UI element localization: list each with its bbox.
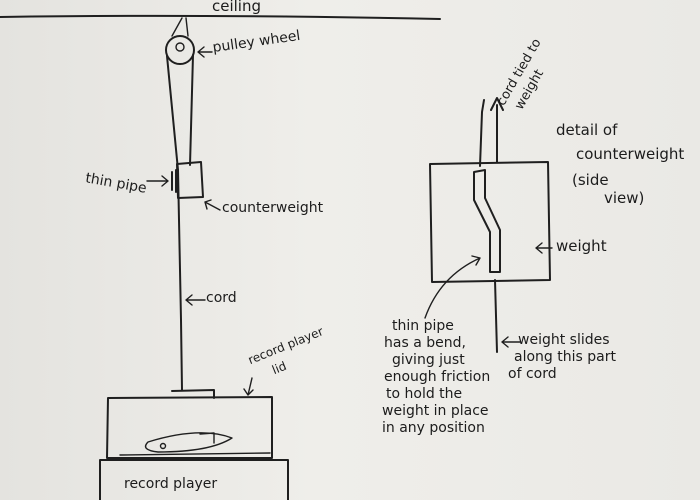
lid-arrow bbox=[243, 377, 254, 396]
cord-label: cord bbox=[206, 290, 237, 306]
cord-left bbox=[166, 55, 183, 391]
weight-slides-line: weight slides bbox=[518, 332, 610, 348]
slides-arrow bbox=[501, 336, 521, 348]
tone-arm bbox=[199, 432, 215, 444]
detail-line2: counterweight bbox=[576, 145, 685, 163]
pipe-bend-line: has a bend, bbox=[384, 335, 466, 351]
pipe-bend-line: in any position bbox=[382, 420, 485, 436]
ceiling-label: ceiling bbox=[212, 0, 262, 15]
pulley-hook bbox=[171, 17, 189, 37]
pipe-bend-line: thin pipe bbox=[392, 318, 454, 334]
thin-pipe-arrow bbox=[146, 175, 169, 187]
pipe-bend-note: thin pipe has a bend, giving just enough… bbox=[362, 318, 490, 437]
detail-line4: view) bbox=[604, 189, 645, 207]
counterweight-block bbox=[176, 161, 204, 199]
detail-cord-bottom bbox=[494, 279, 498, 353]
turntable-platter bbox=[144, 432, 233, 453]
cord-right bbox=[189, 54, 194, 166]
platter-edge bbox=[119, 452, 271, 456]
pipe-bend-leader bbox=[424, 255, 481, 319]
thin-pipe bbox=[171, 169, 177, 193]
detail-weight-square bbox=[429, 161, 551, 283]
detail-bent-pipe bbox=[473, 169, 501, 273]
pulley-arrow bbox=[197, 46, 213, 58]
turntable-spindle bbox=[159, 442, 167, 450]
pipe-bend-line: giving just bbox=[392, 352, 465, 368]
detail-cord-arrow bbox=[490, 97, 504, 163]
record-player-lid bbox=[106, 396, 273, 459]
weight-slides-note: weight slides along this part of cord bbox=[508, 332, 620, 383]
weight-slides-line: along this part bbox=[514, 349, 616, 365]
cord-arrow bbox=[185, 294, 206, 306]
record-player-base bbox=[99, 459, 289, 500]
detail-line1: detail of bbox=[556, 121, 618, 139]
pulley-axle bbox=[175, 42, 185, 52]
pipe-bend-line: weight in place bbox=[382, 403, 489, 419]
detail-weight-arrow bbox=[535, 242, 553, 254]
ceiling-line bbox=[0, 14, 441, 20]
pipe-bend-line: to hold the bbox=[386, 386, 463, 402]
lid-block bbox=[171, 389, 215, 399]
counterweight-label: counterweight bbox=[222, 200, 324, 216]
weight-label: weight bbox=[556, 237, 607, 255]
counterweight-arrow bbox=[204, 199, 221, 211]
record-player-label: record player bbox=[124, 476, 218, 492]
pulley-wheel bbox=[165, 35, 195, 65]
detail-cord-top bbox=[479, 99, 485, 167]
detail-line3: (side bbox=[572, 171, 609, 189]
pipe-bend-line: enough friction bbox=[384, 369, 491, 385]
weight-slides-line: of cord bbox=[508, 366, 557, 382]
